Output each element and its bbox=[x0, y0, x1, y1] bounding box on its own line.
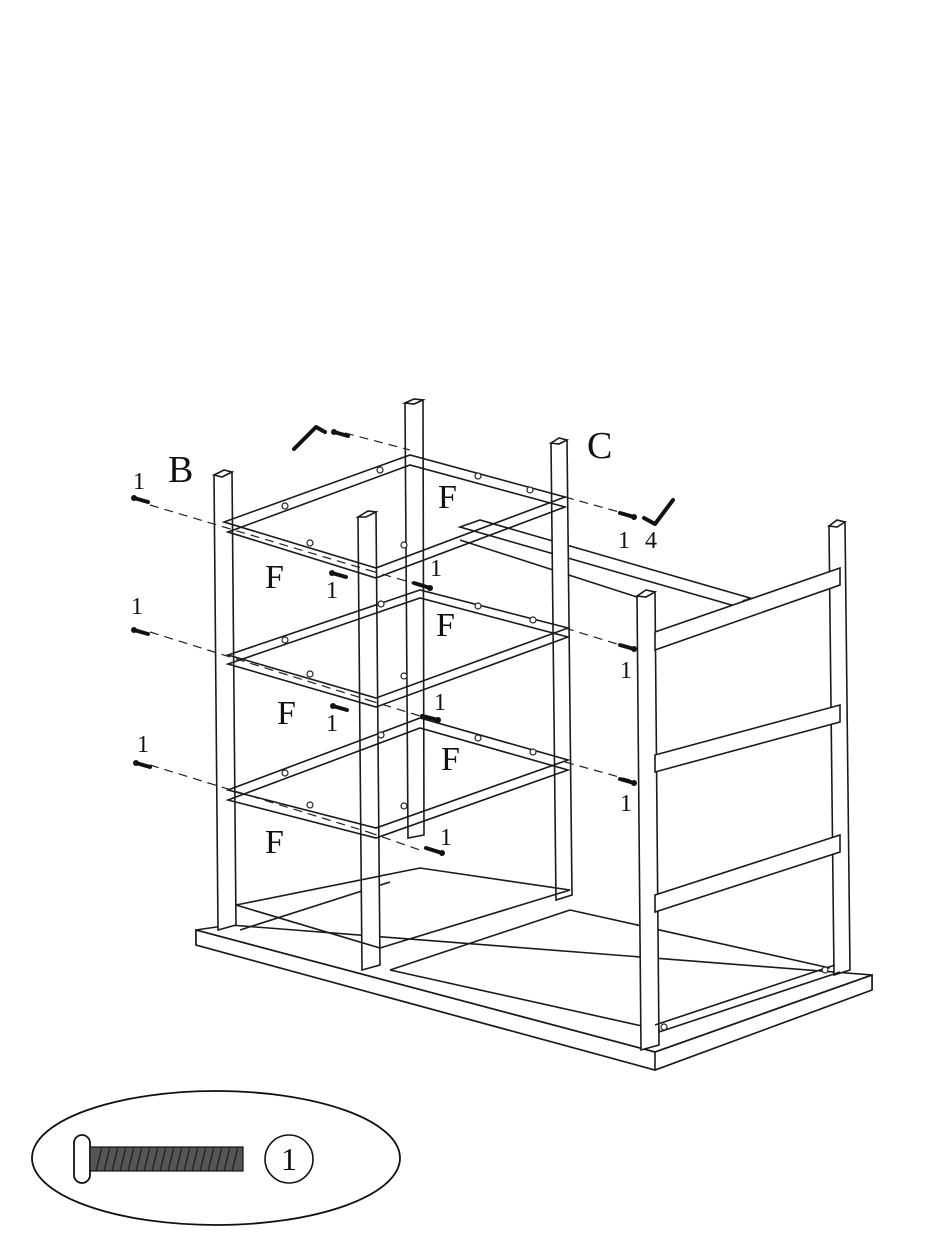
screw-qty-label: 1 bbox=[620, 658, 632, 684]
shelf-label: F bbox=[265, 559, 284, 596]
shelf-label: F bbox=[441, 741, 460, 778]
wrench-qty-label: 4 bbox=[645, 528, 657, 554]
panel-b-label: B bbox=[168, 449, 193, 491]
shelf-label: F bbox=[436, 607, 455, 644]
screw-qty-label: 1 bbox=[434, 690, 446, 716]
screw-qty-label: 1 bbox=[133, 469, 145, 495]
legend-part-number: 1 bbox=[281, 1141, 297, 1177]
screw-qty-label: 1 bbox=[430, 556, 442, 582]
parts-legend: 1 bbox=[32, 1091, 400, 1225]
screw-qty-label: 1 bbox=[620, 791, 632, 817]
screw-qty-label: 1 bbox=[131, 594, 143, 620]
shelf-label: F bbox=[265, 824, 284, 861]
screw-qty-label: 1 bbox=[440, 825, 452, 851]
screw-qty-label: 1 bbox=[137, 732, 149, 758]
base-board bbox=[196, 882, 872, 1070]
shelf-label: F bbox=[438, 479, 457, 516]
shelf-label: F bbox=[277, 695, 296, 732]
rear-rail bbox=[460, 520, 750, 606]
shelf-frames bbox=[224, 455, 570, 948]
panel-c-label: C bbox=[587, 425, 612, 467]
screw-qty-label: 1 bbox=[326, 711, 338, 737]
screw-qty-label: 1 bbox=[326, 578, 338, 604]
screw-qty-label: 1 bbox=[618, 528, 630, 554]
